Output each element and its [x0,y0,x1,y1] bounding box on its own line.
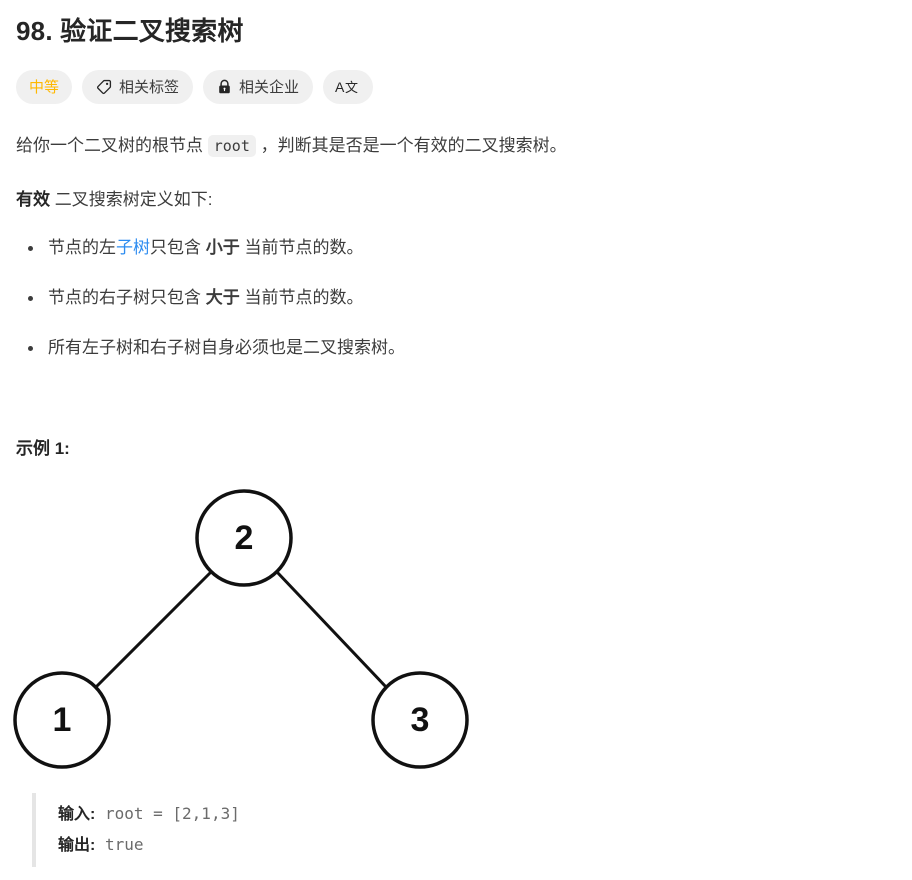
tree-node-root-label: 2 [235,519,254,557]
example-input-label: 输入: [58,806,96,823]
svg-text:文: 文 [345,80,358,95]
subtree-link[interactable]: 子树 [116,238,150,257]
example-output-label: 输出: [58,837,96,854]
related-topics-label: 相关标签 [119,78,180,96]
list-item: 所有左子树和右子树自身必须也是二叉搜索树。 [26,334,896,362]
difficulty-badge[interactable]: 中等 [16,70,73,104]
translate-button[interactable]: A 文 [323,70,374,104]
difficulty-label: 中等 [29,78,60,96]
page-title: 98. 验证二叉搜索树 [16,16,244,46]
example-heading: 示例 1: [16,439,70,458]
tree-node-right-label: 3 [411,701,430,739]
section-spacer [16,362,896,436]
bullet-text-part1: 所有左子树和右子树自身必须也是二叉搜索树。 [48,338,405,357]
lock-icon [217,79,232,95]
related-topics-button[interactable]: 相关标签 [82,70,194,104]
bullet-strong: 大于 [205,288,240,307]
related-companies-button[interactable]: 相关企业 [203,70,314,104]
svg-text:A: A [335,79,345,95]
definition-emphasis: 有效 [16,190,50,209]
definition-rest: 二叉搜索树定义如下: [50,190,213,209]
bullet-text-part3: 当前节点的数。 [239,288,364,307]
list-item: 节点的右子树只包含 大于 当前节点的数。 [26,284,896,312]
bullet-text-part2: 只包含 [150,238,206,257]
definition-bullet-list: 节点的左子树只包含 小于 当前节点的数。 节点的右子树只包含 大于 当前节点的数… [16,234,896,362]
bullet-text-part1: 节点的右子树只包含 [48,288,206,307]
definition-paragraph: 有效 二叉搜索树定义如下: [16,186,896,214]
problem-meta-tag-row: 中等 相关标签 相关企业 [16,70,896,104]
list-item: 节点的左子树只包含 小于 当前节点的数。 [26,234,896,262]
problem-intro-paragraph: 给你一个二叉树的根节点 root ，判断其是否是一个有效的二叉搜索树。 [16,132,896,160]
binary-tree-diagram: 2 1 3 [13,489,469,769]
bullet-text-part1: 节点的左 [48,238,116,257]
intro-text-after: ，判断其是否是一个有效的二叉搜索树。 [255,136,567,155]
intro-text-before: 给你一个二叉树的根节点 [16,136,208,155]
example-code-block: 输入: root = [2,1,3] 输出: true [32,793,896,867]
tag-icon [96,79,112,95]
related-companies-label: 相关企业 [239,78,300,96]
bullet-strong: 小于 [205,238,240,257]
tree-node-left-label: 1 [53,701,72,739]
example-output-value: true [95,835,144,854]
bullet-text-part3: 当前节点的数。 [239,238,364,257]
example-input-value: root = [2,1,3] [95,804,240,823]
inline-code-root: root [207,135,256,157]
translate-icon: A 文 [335,78,361,96]
